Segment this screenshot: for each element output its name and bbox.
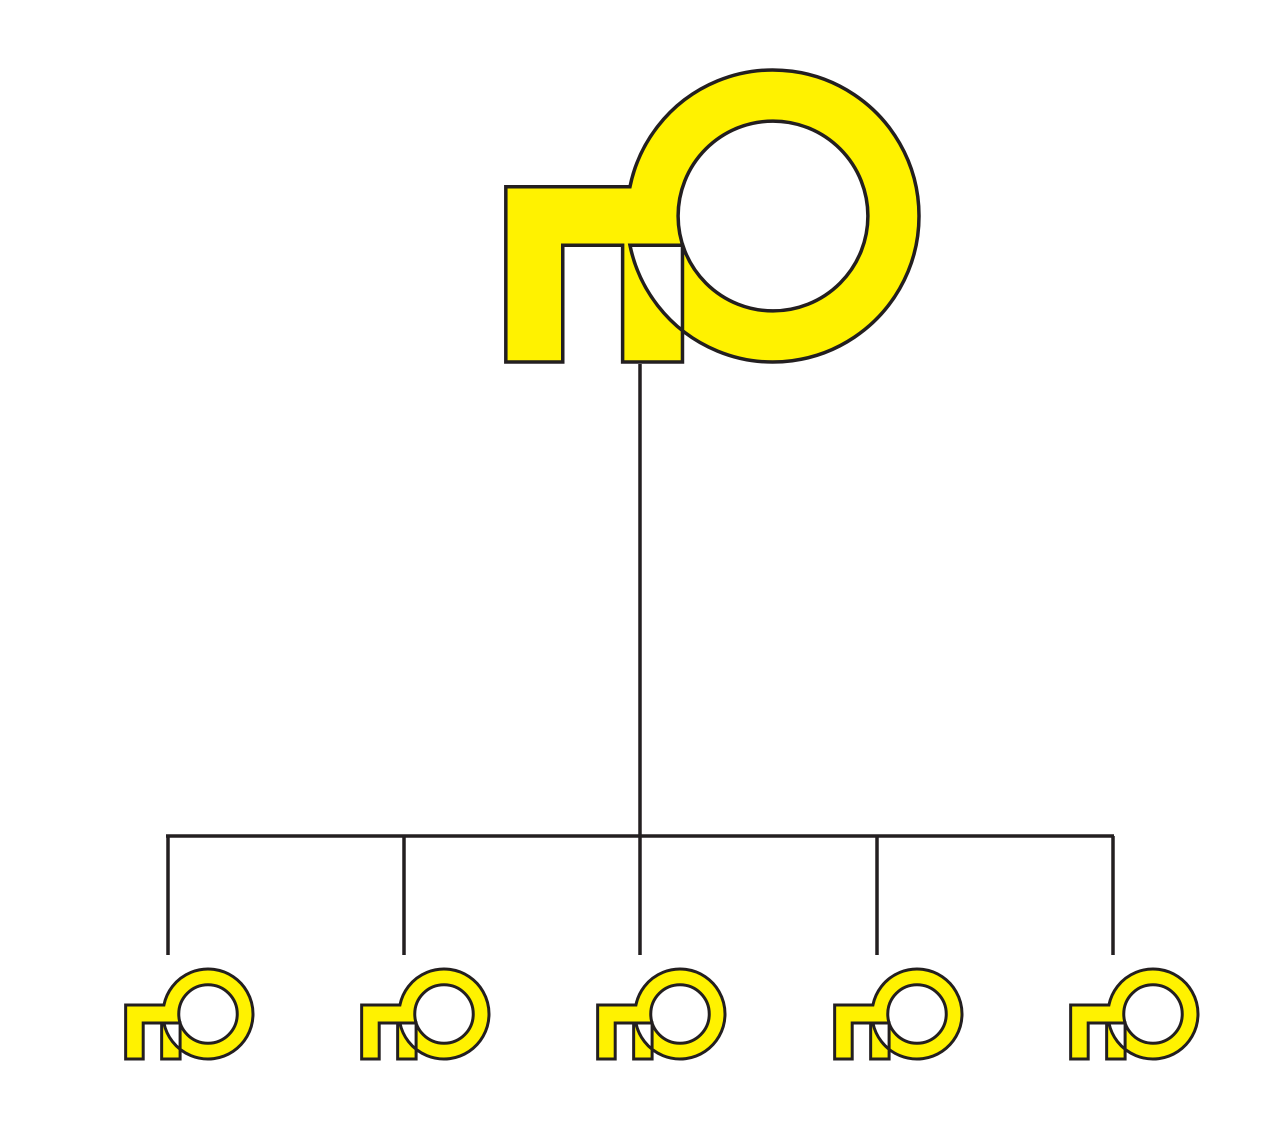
child-key-1 — [124, 967, 255, 1061]
child-key-5 — [1069, 967, 1200, 1061]
key-icon — [833, 967, 964, 1061]
key-icon — [360, 967, 491, 1061]
child-key-4 — [833, 967, 964, 1061]
key-icon — [124, 967, 255, 1061]
master-key-icon — [504, 68, 921, 364]
child-keys-row — [124, 967, 1200, 1061]
child-key-2 — [360, 967, 491, 1061]
child-key-3 — [596, 967, 727, 1061]
key-icon — [596, 967, 727, 1061]
connector-lines — [166, 364, 1115, 955]
master-key-icon — [504, 68, 921, 364]
key-icon — [1069, 967, 1200, 1061]
